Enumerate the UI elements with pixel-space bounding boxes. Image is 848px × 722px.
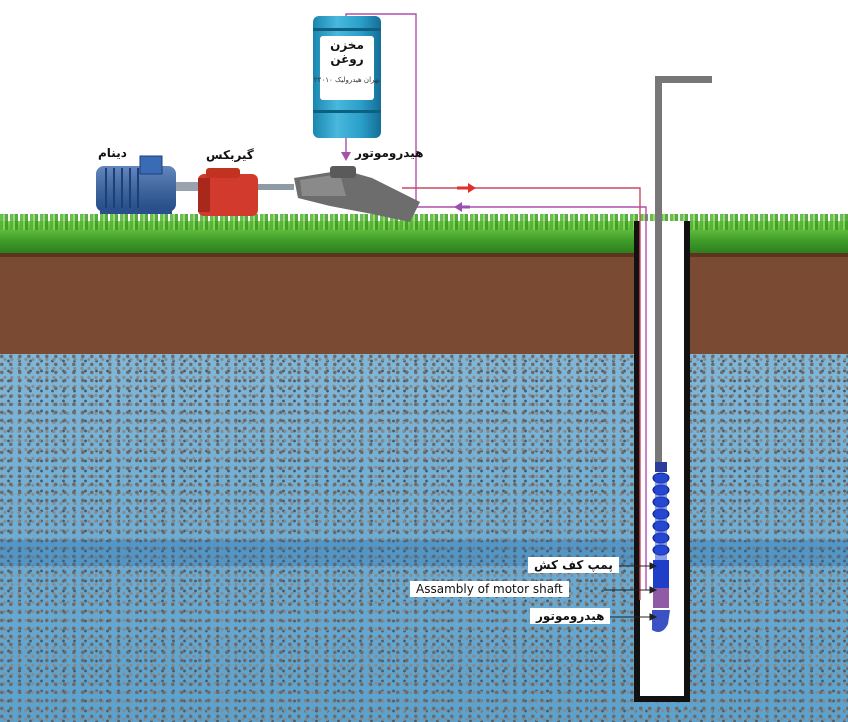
flow-arrow-out [457, 183, 476, 193]
well-wall-left [634, 221, 640, 702]
gearbox [198, 168, 294, 216]
well-wall-right [684, 221, 690, 702]
dynamo [96, 155, 198, 214]
dynamo-label: دینام [98, 146, 127, 160]
well-bottom [634, 696, 690, 702]
discharge-pipe-outlet [655, 76, 712, 83]
tank-return-line [345, 13, 647, 590]
hydromotor-top [294, 166, 420, 222]
tank-brand-text: بهران هیدرولیک ۲۲۰۱۰ [313, 76, 381, 84]
hydraulic-lines [345, 13, 647, 600]
hydromotor-bottom-callout: هیدروموتور [530, 608, 611, 624]
soil-layer [0, 253, 848, 354]
groundwater-layer [0, 354, 848, 722]
pump-callout: پمپ کف کش [528, 557, 619, 573]
flow-arrow-return [454, 202, 470, 212]
tank-label-panel [320, 36, 374, 100]
gearbox-label: گیربکس [206, 148, 254, 162]
soil-edge [0, 253, 848, 257]
submersible-pump [652, 462, 670, 632]
discharge-pipe [655, 76, 662, 468]
hydromotor-top-label: هیدروموتور [355, 146, 424, 160]
tank-feed-arrow [341, 152, 351, 161]
oil-tank-label: مخزن روغن [330, 38, 364, 66]
supply-line [402, 187, 641, 600]
tank-rib-top [313, 28, 381, 31]
tank-rib-bottom [313, 110, 381, 113]
shaft-callout: Assambly of motor shaft [410, 581, 569, 597]
water-table-band [0, 540, 848, 566]
